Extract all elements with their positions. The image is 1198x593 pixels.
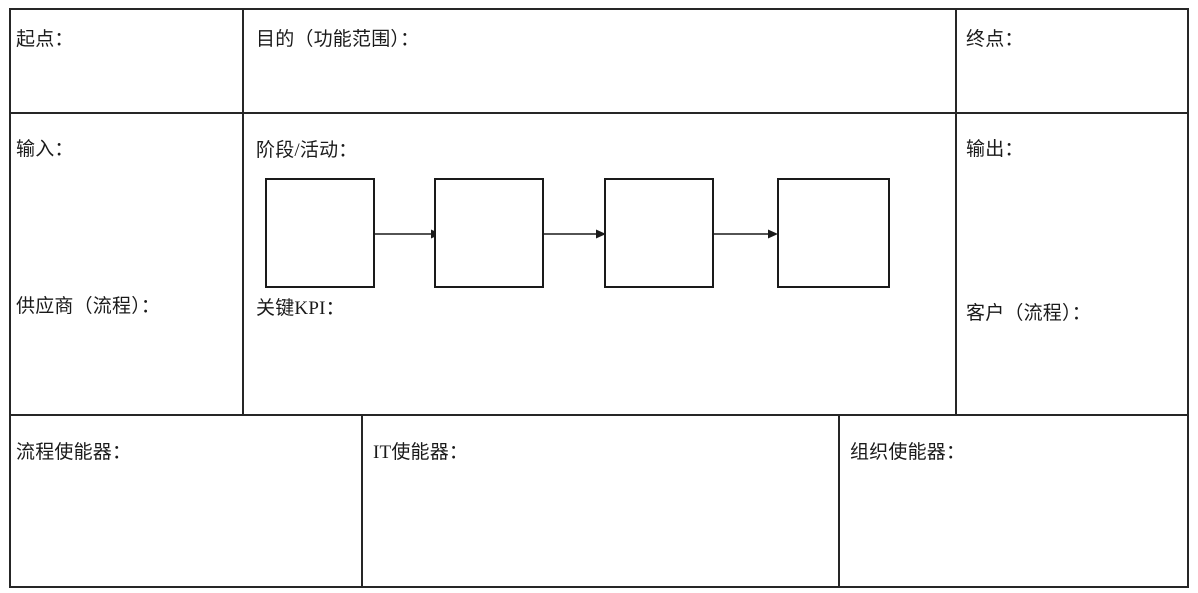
divider-row2-row3 <box>9 414 1189 416</box>
divider-enabler-1-2 <box>361 414 363 588</box>
cell-input-label: 输入： <box>16 139 74 160</box>
cell-process-enabler-label: 流程使能器： <box>16 442 132 463</box>
cell-customer-label: 客户（流程）： <box>966 303 1091 324</box>
flow-arrow-3-to-4 <box>714 229 778 239</box>
cell-it-enabler-label: IT使能器： <box>373 442 469 463</box>
flow-step-box-4[interactable] <box>777 178 890 288</box>
cell-it-enabler[interactable]: IT使能器： <box>363 416 838 586</box>
flow-arrow-2-to-3 <box>544 229 606 239</box>
cell-start[interactable]: 起点： <box>11 10 242 112</box>
divider-col2-col3 <box>955 8 957 416</box>
flow-step-box-3[interactable] <box>604 178 714 288</box>
cell-end-label: 终点： <box>966 29 1024 50</box>
cell-input-supplier[interactable]: 输入： 供应商（流程）： <box>11 114 242 414</box>
cell-org-enabler-label: 组织使能器： <box>850 442 966 463</box>
cell-process-enabler[interactable]: 流程使能器： <box>11 416 361 586</box>
cell-output-customer[interactable]: 输出： 客户（流程）： <box>957 114 1187 414</box>
cell-stages-label: 阶段/活动： <box>256 140 358 161</box>
divider-enabler-2-3 <box>838 414 840 588</box>
cell-start-label: 起点： <box>16 29 74 50</box>
flow-step-box-1[interactable] <box>265 178 375 288</box>
divider-col1-col2 <box>242 8 244 416</box>
flow-arrow-1-to-2 <box>375 229 441 239</box>
cell-stages-kpi[interactable]: 阶段/活动： 关键KPI： <box>244 114 955 414</box>
cell-key-kpi-label: 关键KPI： <box>256 298 345 319</box>
divider-row1-row2 <box>9 112 1189 114</box>
cell-supplier-label: 供应商（流程）： <box>16 296 161 317</box>
flow-step-box-2[interactable] <box>434 178 544 288</box>
cell-output-label: 输出： <box>966 139 1024 160</box>
cell-org-enabler[interactable]: 组织使能器： <box>840 416 1187 586</box>
cell-purpose-label: 目的（功能范围）： <box>256 29 420 50</box>
cell-end[interactable]: 终点： <box>957 10 1187 112</box>
cell-purpose[interactable]: 目的（功能范围）： <box>244 10 955 112</box>
diagram-outer-frame <box>9 8 1189 588</box>
